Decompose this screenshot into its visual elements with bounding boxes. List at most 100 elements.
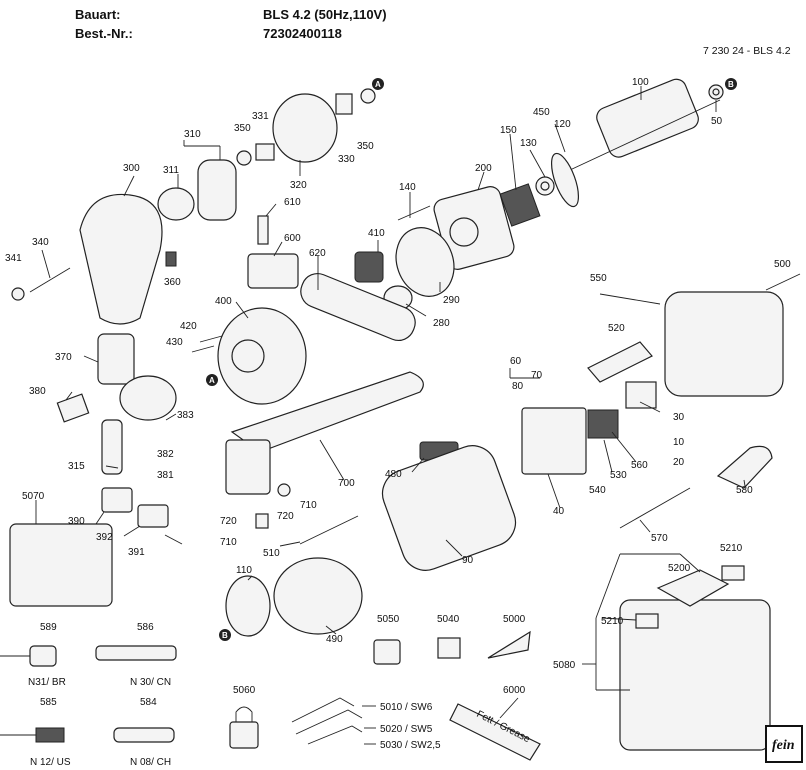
part-case-5070 bbox=[9, 523, 113, 607]
label-part-540: 540 bbox=[589, 485, 606, 496]
part-handle-5200 bbox=[656, 569, 730, 607]
label-part-5030: 5030 / SW2,5 bbox=[380, 740, 441, 751]
part-screw-610 bbox=[257, 215, 269, 245]
label-part-580: 580 bbox=[736, 485, 753, 496]
label-n08: N 08/ CH bbox=[130, 757, 171, 768]
part-brush-30 bbox=[625, 381, 657, 409]
part-cover-550 bbox=[664, 291, 784, 397]
bauart-label: Bauart: bbox=[75, 7, 121, 22]
label-n12: N 12/ US bbox=[30, 757, 71, 768]
part-shoe bbox=[119, 375, 177, 421]
label-part-80: 80 bbox=[512, 381, 524, 392]
bestnr-value: 72302400118 bbox=[263, 26, 342, 41]
label-part-530: 530 bbox=[610, 470, 627, 481]
marker-b-bottom-label: B bbox=[222, 631, 228, 640]
label-part-5010: 5010 / SW6 bbox=[380, 702, 433, 713]
label-part-350b: 350 bbox=[357, 141, 374, 152]
part-stator-490 bbox=[273, 557, 363, 635]
marker-b-top-label: B bbox=[728, 80, 734, 89]
label-part-90: 90 bbox=[462, 555, 474, 566]
label-part-710a: 710 bbox=[300, 500, 317, 511]
label-part-520: 520 bbox=[608, 323, 625, 334]
label-part-360: 360 bbox=[164, 277, 181, 288]
part-nut-5040 bbox=[437, 637, 461, 659]
label-part-400: 400 bbox=[215, 296, 232, 307]
label-part-720b: 720 bbox=[277, 511, 294, 522]
bestnr-label: Best.-Nr.: bbox=[75, 26, 133, 41]
label-part-5040: 5040 bbox=[437, 614, 460, 625]
label-part-710b: 710 bbox=[220, 537, 237, 548]
label-part-5000: 5000 bbox=[503, 614, 526, 625]
part-housing-90 bbox=[381, 445, 517, 571]
label-part-585: 585 bbox=[40, 697, 57, 708]
part-screw-500 bbox=[765, 273, 801, 291]
part-bush-331 bbox=[255, 143, 275, 161]
part-guide-380 bbox=[56, 393, 90, 423]
label-part-5210a: 5210 bbox=[720, 543, 743, 554]
marker-a-top: A bbox=[372, 78, 384, 90]
label-n31: N31/ BR bbox=[28, 677, 66, 688]
label-part-370: 370 bbox=[55, 352, 72, 363]
part-holder-390 bbox=[101, 487, 133, 513]
label-part-70: 70 bbox=[531, 370, 543, 381]
label-part-430: 430 bbox=[166, 337, 183, 348]
label-part-200: 200 bbox=[475, 163, 492, 174]
bauart-value: BLS 4.2 (50Hz,110V) bbox=[263, 7, 387, 22]
part-bearing-50 bbox=[708, 84, 724, 100]
part-block-5050 bbox=[373, 639, 401, 665]
part-gasket-290 bbox=[395, 227, 455, 297]
label-part-331: 331 bbox=[252, 111, 269, 122]
label-part-550: 550 bbox=[590, 273, 607, 284]
part-pin-360 bbox=[165, 251, 177, 267]
label-part-610: 610 bbox=[284, 197, 301, 208]
label-part-5070: 5070 bbox=[22, 491, 45, 502]
part-pin-420 bbox=[199, 335, 223, 343]
label-part-330: 330 bbox=[338, 154, 355, 165]
part-tube-570 bbox=[619, 487, 691, 529]
label-part-720a: 720 bbox=[220, 516, 237, 527]
marker-b-bottom: B bbox=[219, 629, 231, 641]
part-insert-5210a bbox=[721, 565, 745, 581]
part-washer-341 bbox=[11, 287, 25, 301]
label-part-310: 310 bbox=[184, 129, 201, 140]
part-disc-120 bbox=[550, 152, 580, 208]
part-rail-700 bbox=[230, 371, 424, 453]
part-screw-140 bbox=[397, 205, 431, 221]
part-baffle-150 bbox=[499, 183, 541, 227]
label-part-410: 410 bbox=[368, 228, 385, 239]
part-housing-200 bbox=[433, 186, 515, 270]
part-cable-580 bbox=[716, 445, 773, 489]
label-part-315: 315 bbox=[68, 461, 85, 472]
label-part-311: 311 bbox=[163, 165, 179, 176]
label-part-390: 390 bbox=[68, 516, 85, 527]
label-part-600: 600 bbox=[284, 233, 301, 244]
part-insert-5210b bbox=[635, 613, 659, 629]
part-washer-350b bbox=[360, 88, 376, 104]
label-part-490: 490 bbox=[326, 634, 343, 645]
part-wiring-510 bbox=[299, 515, 359, 545]
part-die-370 bbox=[97, 333, 135, 385]
part-ring-110 bbox=[225, 575, 271, 637]
part-gearhead-400 bbox=[217, 307, 307, 405]
label-part-620: 620 bbox=[309, 248, 326, 259]
label-part-30: 30 bbox=[673, 412, 685, 423]
label-n30: N 30/ CN bbox=[130, 677, 171, 688]
label-part-120: 120 bbox=[554, 119, 571, 130]
part-bearing-330 bbox=[335, 93, 353, 115]
part-plug-586 bbox=[95, 645, 177, 661]
part-plug-584 bbox=[113, 727, 175, 743]
part-washer-710 bbox=[255, 513, 269, 529]
part-grease-6000 bbox=[449, 703, 541, 761]
label-part-340: 340 bbox=[32, 237, 49, 248]
label-part-584: 584 bbox=[140, 697, 157, 708]
label-part-392: 392 bbox=[96, 532, 113, 543]
label-part-140: 140 bbox=[399, 182, 416, 193]
part-board-40 bbox=[521, 407, 587, 475]
part-washer-350a bbox=[236, 150, 252, 166]
label-part-420: 420 bbox=[180, 321, 197, 332]
label-part-5080: 5080 bbox=[553, 660, 576, 671]
fein-logo: fein bbox=[765, 725, 803, 763]
label-part-300: 300 bbox=[123, 163, 140, 174]
part-pin-430 bbox=[191, 345, 215, 353]
label-part-5200: 5200 bbox=[668, 563, 691, 574]
